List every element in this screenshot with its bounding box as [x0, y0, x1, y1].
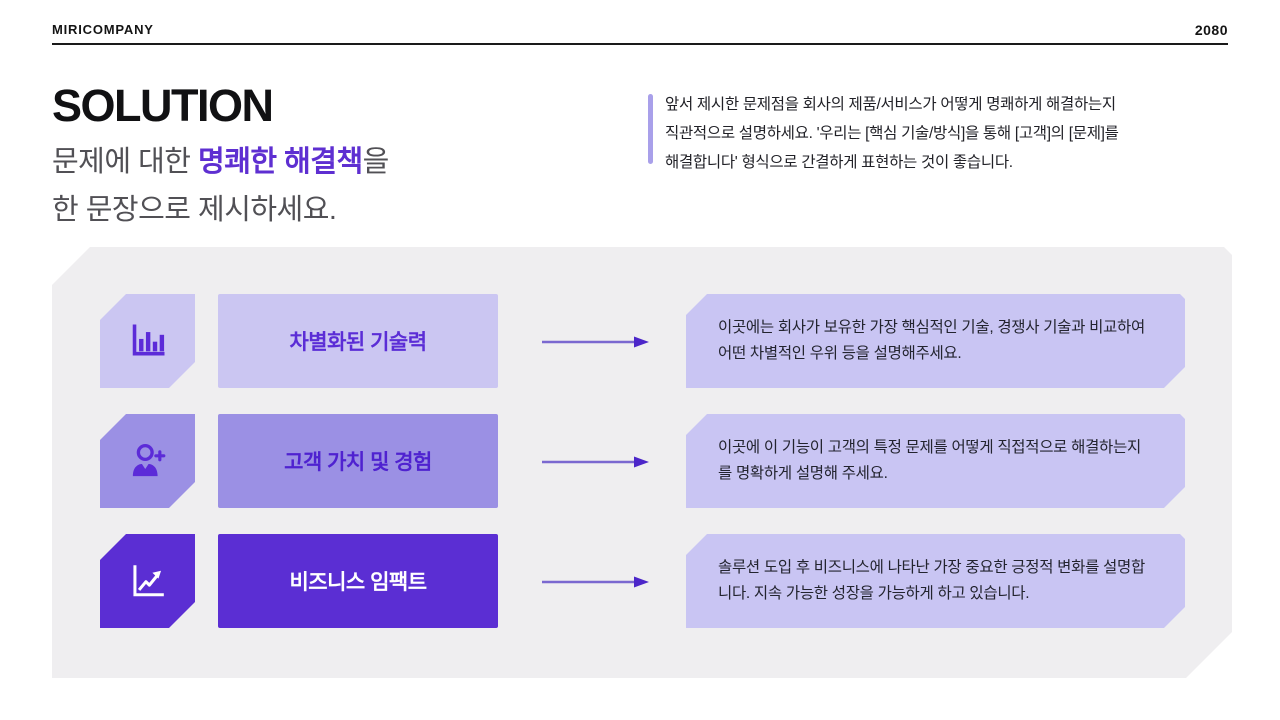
- customer-icon-box: [100, 414, 195, 508]
- technology-description-box: 이곳에는 회사가 보유한 가장 핵심적인 기술, 경쟁사 기술과 비교하여 어떤…: [686, 294, 1185, 388]
- technology-description: 이곳에는 회사가 보유한 가장 핵심적인 기술, 경쟁사 기술과 비교하여 어떤…: [718, 319, 1145, 362]
- customer-description-box: 이곳에 이 기능이 고객의 특정 문제를 어떻게 직접적으로 해결하는지를 명확…: [686, 414, 1185, 508]
- subtitle-suffix: 을: [362, 146, 390, 178]
- impact-label-box: 비즈니스 임팩트: [218, 534, 498, 628]
- subtitle-prefix: 문제에 대한: [52, 146, 199, 178]
- bar-chart-icon: [126, 319, 170, 363]
- trend-up-chart-icon: [126, 559, 170, 603]
- technology-label-box: 차별화된 기술력: [218, 294, 498, 388]
- note-text: 앞서 제시한 문제점을 회사의 제품/서비스가 어떻게 명쾌하게 해결하는지 직…: [665, 96, 1119, 171]
- impact-description-box: 솔루션 도입 후 비즈니스에 나타난 가장 중요한 긍정적 변화를 설명합니다.…: [686, 534, 1185, 628]
- customer-description: 이곳에 이 기능이 고객의 특정 문제를 어떻게 직접적으로 해결하는지를 명확…: [718, 439, 1141, 482]
- company-name: MIRICOMPANY: [52, 22, 154, 37]
- subtitle-line2: 한 문장으로 제시하세요.: [52, 194, 337, 226]
- page-number: 2080: [1194, 22, 1228, 38]
- person-add-icon: [126, 439, 170, 483]
- note-accent-bar: [648, 94, 653, 164]
- instruction-note: 앞서 제시한 문제점을 회사의 제품/서비스가 어떻게 명쾌하게 해결하는지 직…: [648, 90, 1126, 177]
- impact-description: 솔루션 도입 후 비즈니스에 나타난 가장 중요한 긍정적 변화를 설명합니다.…: [718, 559, 1145, 602]
- header-divider: [52, 43, 1228, 45]
- customer-label-box: 고객 가치 및 경험: [218, 414, 498, 508]
- page-subtitle: 문제에 대한 명쾌한 해결책을 한 문장으로 제시하세요.: [52, 138, 389, 234]
- right-arrow-icon: [542, 336, 649, 348]
- customer-label: 고객 가치 및 경험: [284, 451, 432, 474]
- impact-icon-box: [100, 534, 195, 628]
- technology-icon-box: [100, 294, 195, 388]
- right-arrow-icon: [542, 456, 649, 468]
- impact-label: 비즈니스 임팩트: [289, 571, 427, 594]
- subtitle-highlight: 명쾌한 해결책: [198, 146, 363, 178]
- page-title: SOLUTION: [52, 80, 274, 131]
- technology-label: 차별화된 기술력: [289, 331, 427, 354]
- right-arrow-icon: [542, 576, 649, 588]
